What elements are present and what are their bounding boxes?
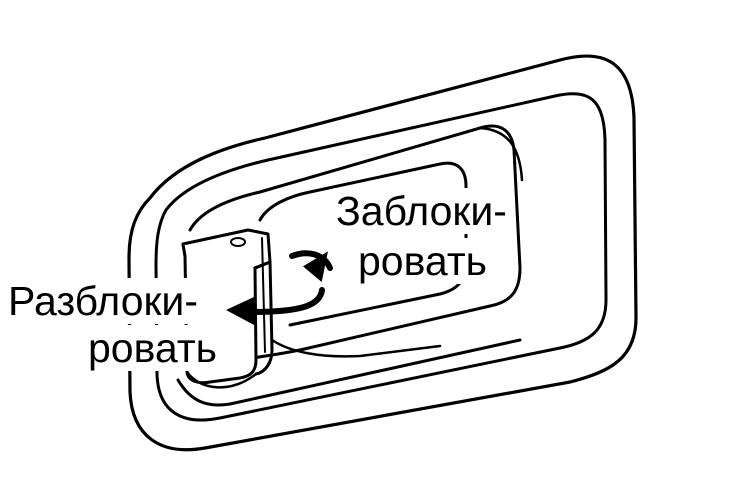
unlock-label-line2: ровать (86, 325, 219, 371)
unlock-arrow-icon (226, 287, 325, 326)
inner-lower-edge (176, 338, 522, 407)
lever-side-inner (261, 237, 266, 353)
unlock-label-line1: Разблоки- (6, 278, 200, 324)
lever-side (253, 260, 274, 376)
plate-edge (478, 126, 524, 182)
lever-shadow (270, 338, 442, 358)
lever-bottom (185, 370, 258, 389)
lock-arrow-icon (289, 250, 333, 283)
recess-inner (258, 161, 468, 327)
lever-hole (230, 237, 246, 247)
lock-label-line1: Заблоки- (334, 188, 509, 234)
lock-label-line2: ровать (356, 238, 489, 284)
